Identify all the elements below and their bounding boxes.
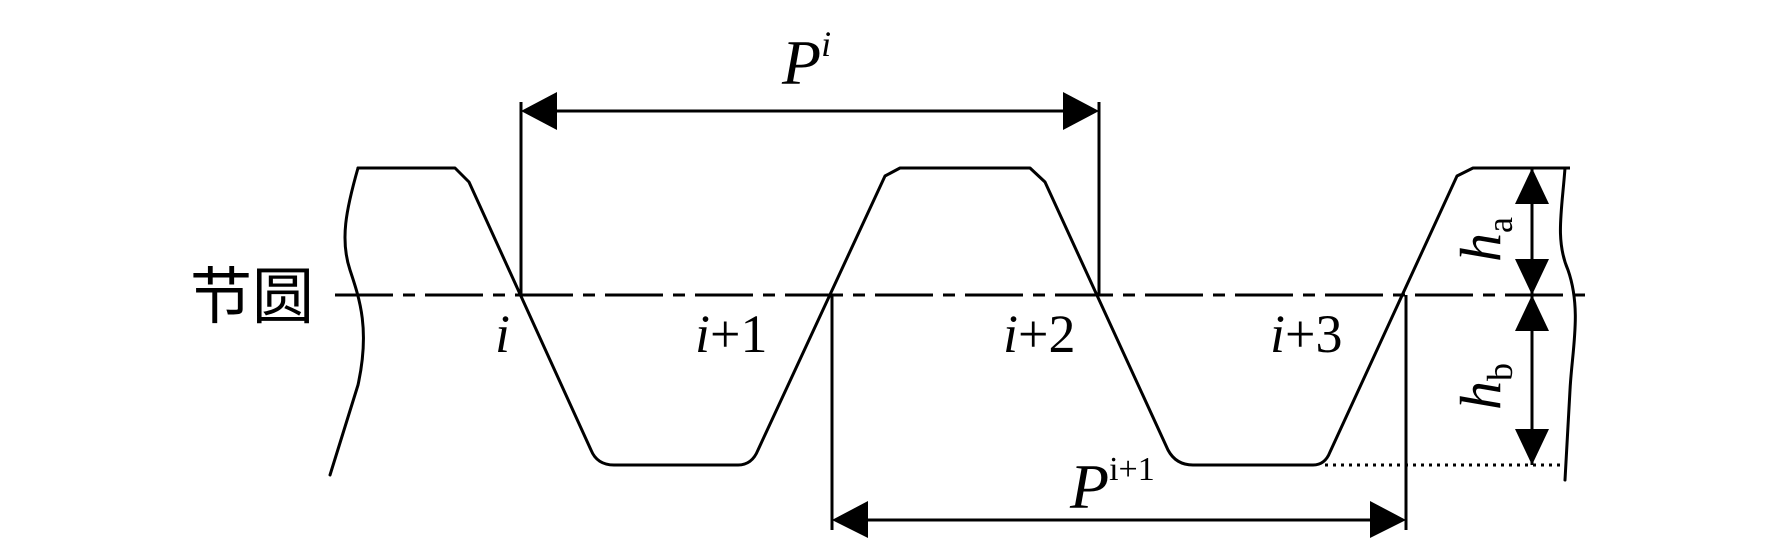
dedendum-arrow-bottom [1515, 429, 1549, 465]
addendum-arrow-top [1515, 168, 1549, 204]
pitch-bottom-label: Pi+1 [1069, 451, 1155, 522]
pitch-circle-label: 节圆 [190, 260, 314, 333]
pitch-bottom-arrow-right [1370, 501, 1406, 538]
pitch-point-label-i: i [495, 304, 510, 364]
pitch-point-label-i2: i+2 [1003, 304, 1075, 364]
pitch-top-arrow-left [521, 92, 557, 130]
addendum-arrow-bottom [1515, 259, 1549, 295]
dedendum-arrow-top [1515, 295, 1549, 331]
left-break-line [328, 166, 365, 477]
right-break-line [1558, 166, 1577, 482]
pitch-bottom-arrow-left [832, 501, 868, 538]
dedendum-label: hb [1448, 363, 1520, 410]
pitch-top-arrow-right [1063, 92, 1099, 130]
pitch-point-label-i3: i+3 [1270, 304, 1342, 364]
tooth-profile-outline [356, 166, 1567, 467]
addendum-label: ha [1448, 217, 1520, 262]
pitch-point-label-i1: i+1 [695, 304, 767, 364]
pitch-top-label: Pi [781, 24, 831, 98]
